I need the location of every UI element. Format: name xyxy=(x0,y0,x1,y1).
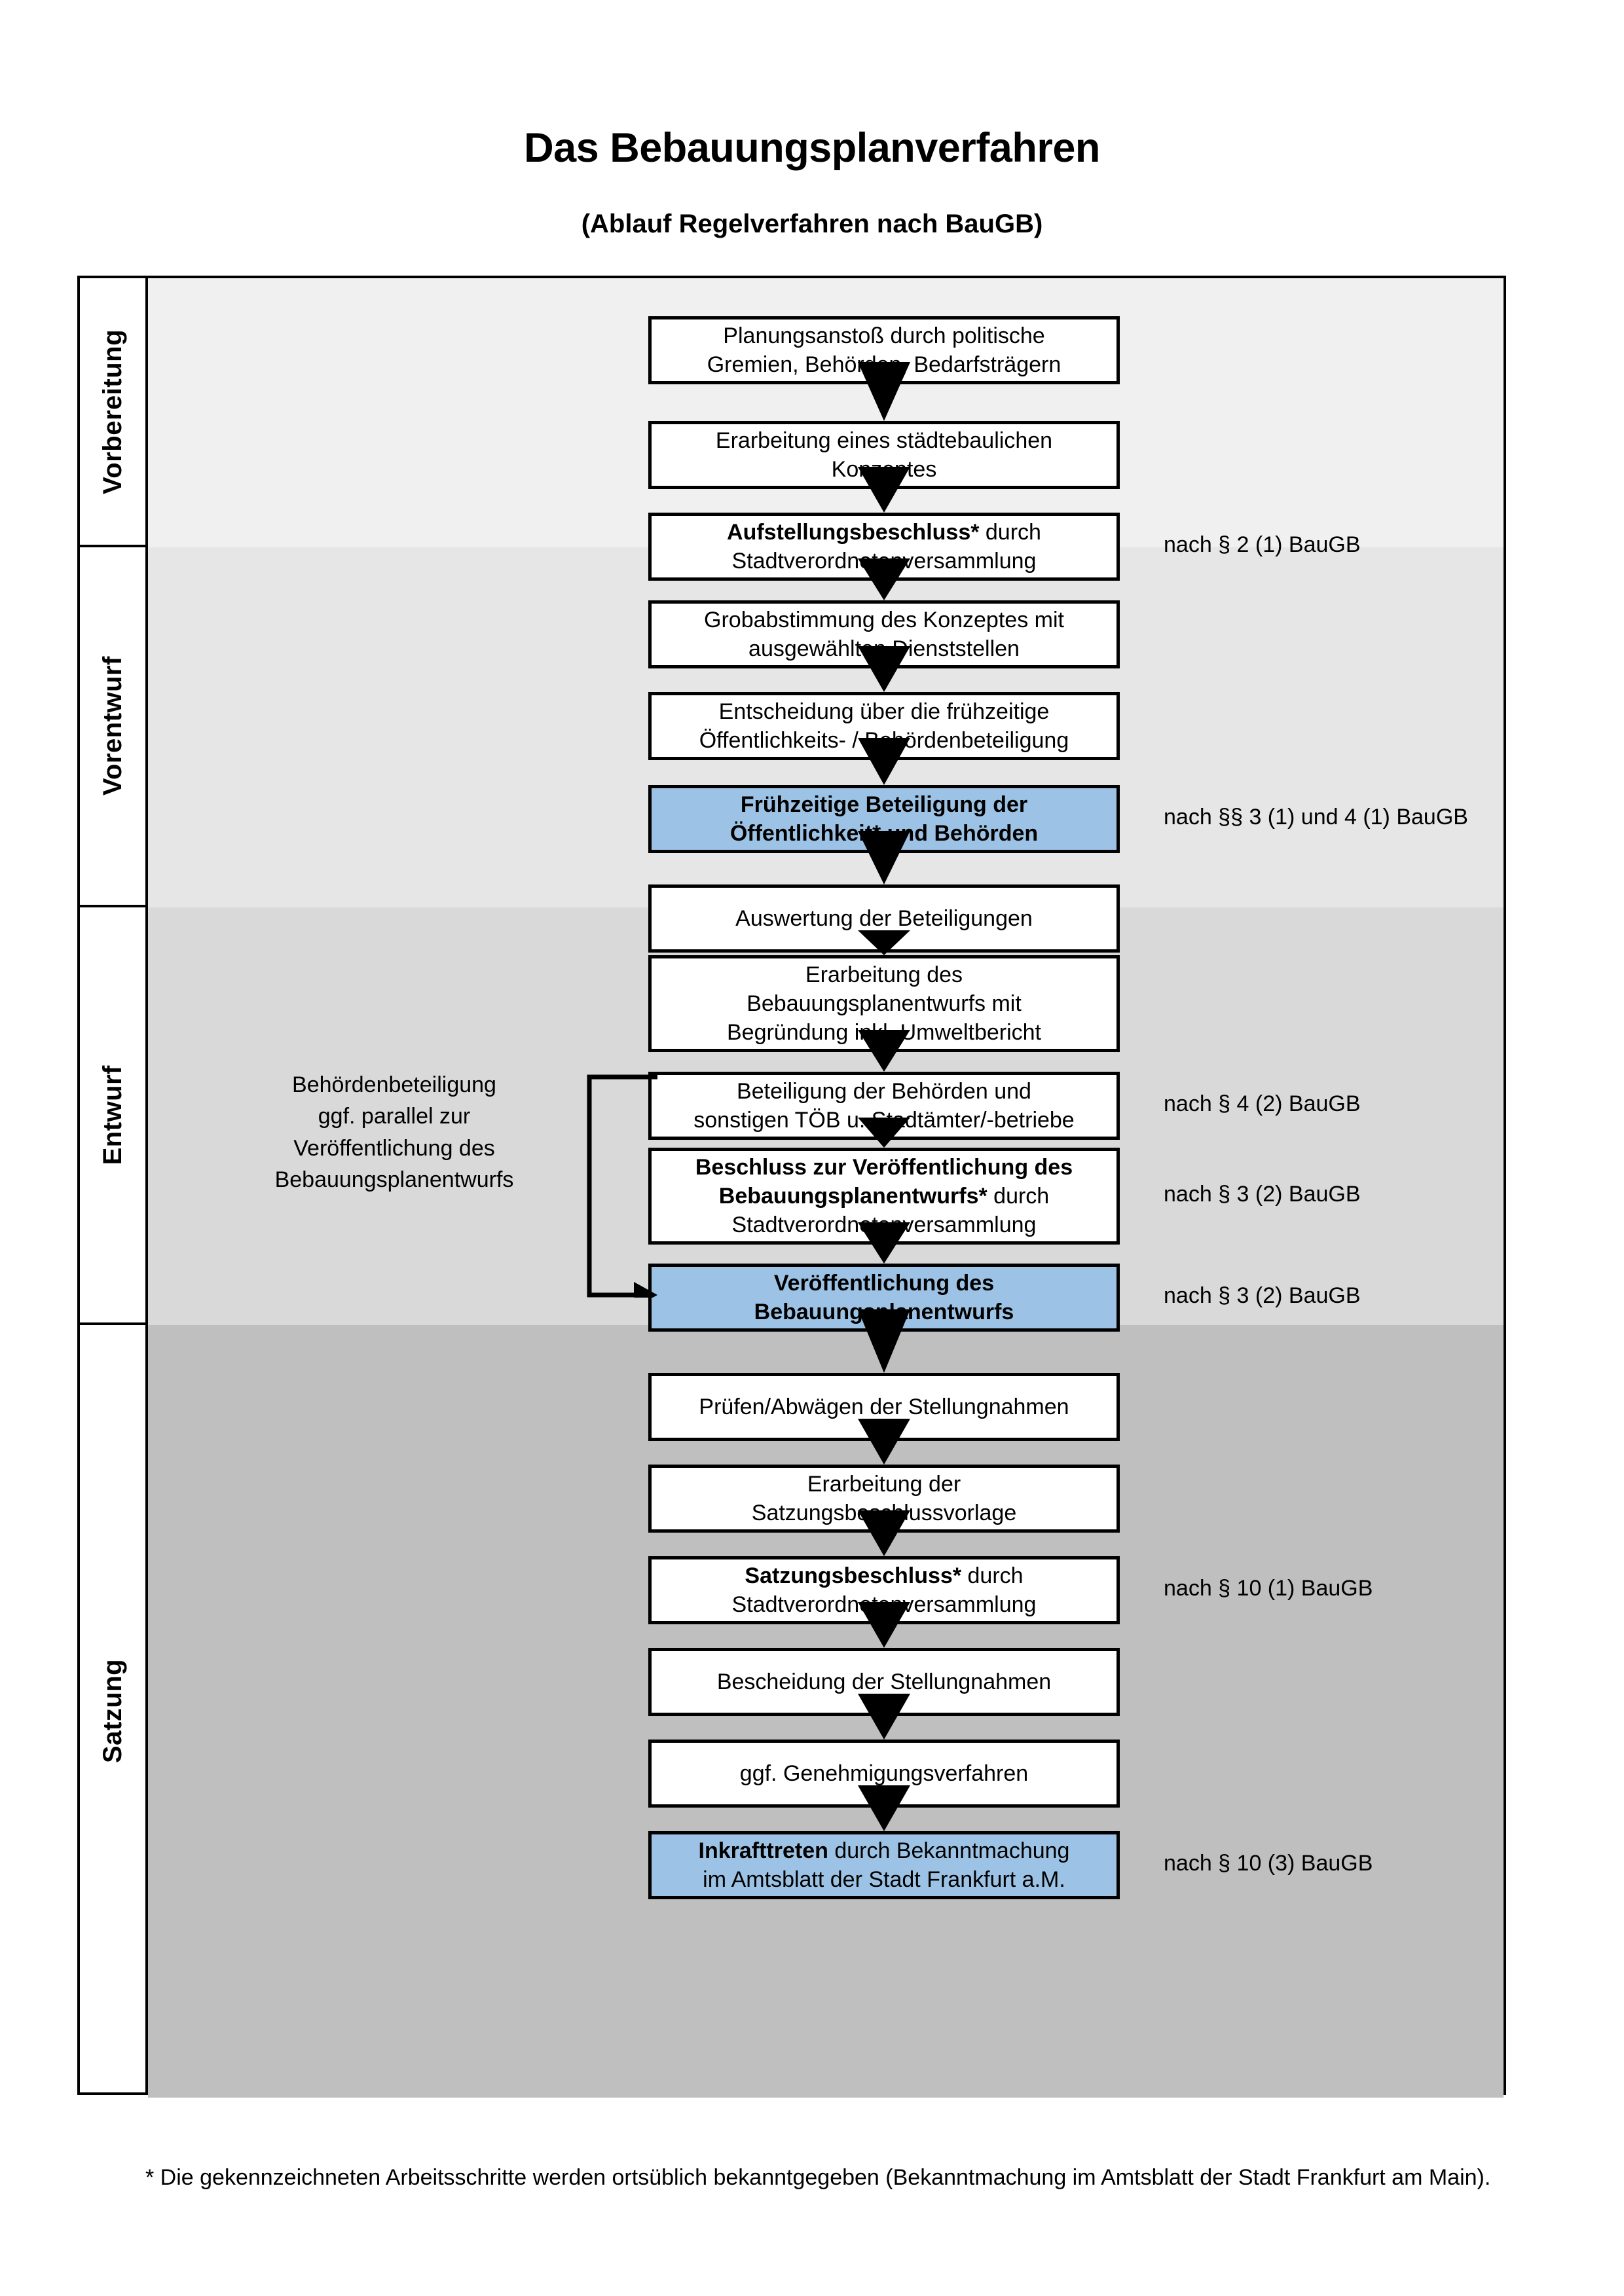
phase-label-vorbereitung: Vorbereitung xyxy=(80,278,145,547)
flow-arrow-n2-to-n3 xyxy=(858,467,910,513)
parallel-process-note-line: Veröffentlichung des xyxy=(293,1135,495,1161)
flow-arrow-n9-to-n10 xyxy=(858,1118,910,1148)
legal-reference-r7: nach § 10 (3) BauGB xyxy=(1164,1851,1373,1876)
footnote-text: * Die gekennzeichneten Arbeitsschritte w… xyxy=(145,2165,1491,2190)
flow-arrow-n8-to-n9 xyxy=(858,1030,910,1072)
flow-arrow-n16-to-n17 xyxy=(858,1785,910,1831)
flow-arrow-n1-to-n2 xyxy=(858,362,910,421)
legal-reference-r1: nach § 2 (1) BauGB xyxy=(1164,532,1361,557)
flow-node-n7: Auswertung der Beteiligungen xyxy=(648,884,1120,953)
legal-reference-r3: nach § 4 (2) BauGB xyxy=(1164,1091,1361,1116)
flow-arrow-n15-to-n16 xyxy=(858,1694,910,1740)
page-subtitle: (Ablauf Regelverfahren nach BauGB) xyxy=(581,210,1043,238)
flow-arrow-n14-to-n15 xyxy=(858,1602,910,1648)
parallel-process-note-line: ggf. parallel zur xyxy=(318,1104,471,1129)
phase-label-text: Vorentwurf xyxy=(98,656,127,796)
flow-node-text: Bescheidung der Stellungnahmen xyxy=(716,1669,1052,1694)
legal-reference-r6: nach § 10 (1) BauGB xyxy=(1164,1576,1373,1601)
parallel-process-note-line: Behördenbeteiligung xyxy=(292,1072,496,1097)
legal-reference-r4: nach § 3 (2) BauGB xyxy=(1164,1182,1361,1207)
flow-arrow-n12-to-n13 xyxy=(858,1419,910,1465)
flow-arrow-n5-to-n6 xyxy=(858,738,910,785)
phase-label-entwurf: Entwurf xyxy=(80,907,145,1325)
flow-node-text: Auswertung der Beteiligungen xyxy=(735,905,1033,931)
flow-arrow-n13-to-n14 xyxy=(858,1510,910,1556)
legal-reference-r2: nach §§ 3 (1) und 4 (1) BauGB xyxy=(1164,805,1468,829)
phase-label-text: Satzung xyxy=(98,1659,127,1764)
flow-arrow-n11-to-n12 xyxy=(858,1309,910,1373)
phase-label-satzung: Satzung xyxy=(80,1325,145,2098)
flow-arrow-n10-to-n11 xyxy=(858,1222,910,1264)
flow-arrow-n4-to-n5 xyxy=(858,646,910,692)
flow-arrow-n3-to-n4 xyxy=(858,558,910,600)
legal-reference-r5: nach § 3 (2) BauGB xyxy=(1164,1283,1361,1308)
flow-arrow-n7-to-n8 xyxy=(858,930,910,955)
phase-label-text: Entwurf xyxy=(98,1065,127,1165)
phase-label-vorentwurf: Vorentwurf xyxy=(80,547,145,907)
page-title: Das Bebauungsplanverfahren xyxy=(524,125,1100,171)
flow-arrow-n6-to-n7 xyxy=(858,831,910,884)
phase-label-text: Vorbereitung xyxy=(98,329,127,494)
flow-node-n16: ggf. Genehmigungsverfahren xyxy=(648,1740,1120,1808)
parallel-process-note-line: Bebauungsplanentwurfs xyxy=(274,1167,514,1192)
flow-node-text: ggf. Genehmigungsverfahren xyxy=(739,1760,1029,1786)
flow-node-n15: Bescheidung der Stellungnahmen xyxy=(648,1648,1120,1716)
flow-node-text: Prüfen/Abwägen der Stellungnahmen xyxy=(699,1394,1069,1419)
